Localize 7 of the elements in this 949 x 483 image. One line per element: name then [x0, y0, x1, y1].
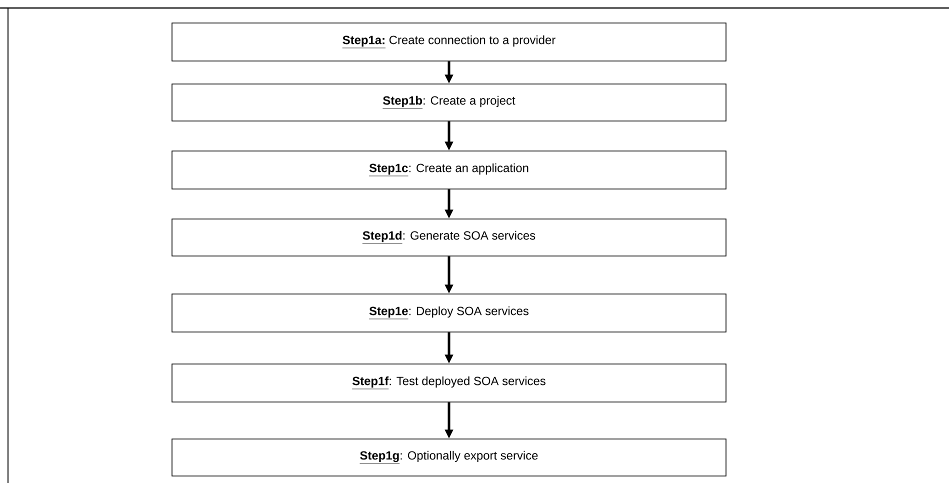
step-box: Step1f: Test deployed SOA services [172, 364, 726, 402]
step-box: Step1b: Create a project [172, 84, 726, 122]
step-box: Step1d: Generate SOA services [172, 218, 726, 256]
step-box: Step1a: Create connection to a provider [172, 22, 726, 62]
step-box: Step1e: Deploy SOA services [172, 294, 726, 332]
step-box: Step1c: Create an application [172, 150, 726, 190]
step-box: Step1g: Optionally export service [172, 438, 726, 476]
